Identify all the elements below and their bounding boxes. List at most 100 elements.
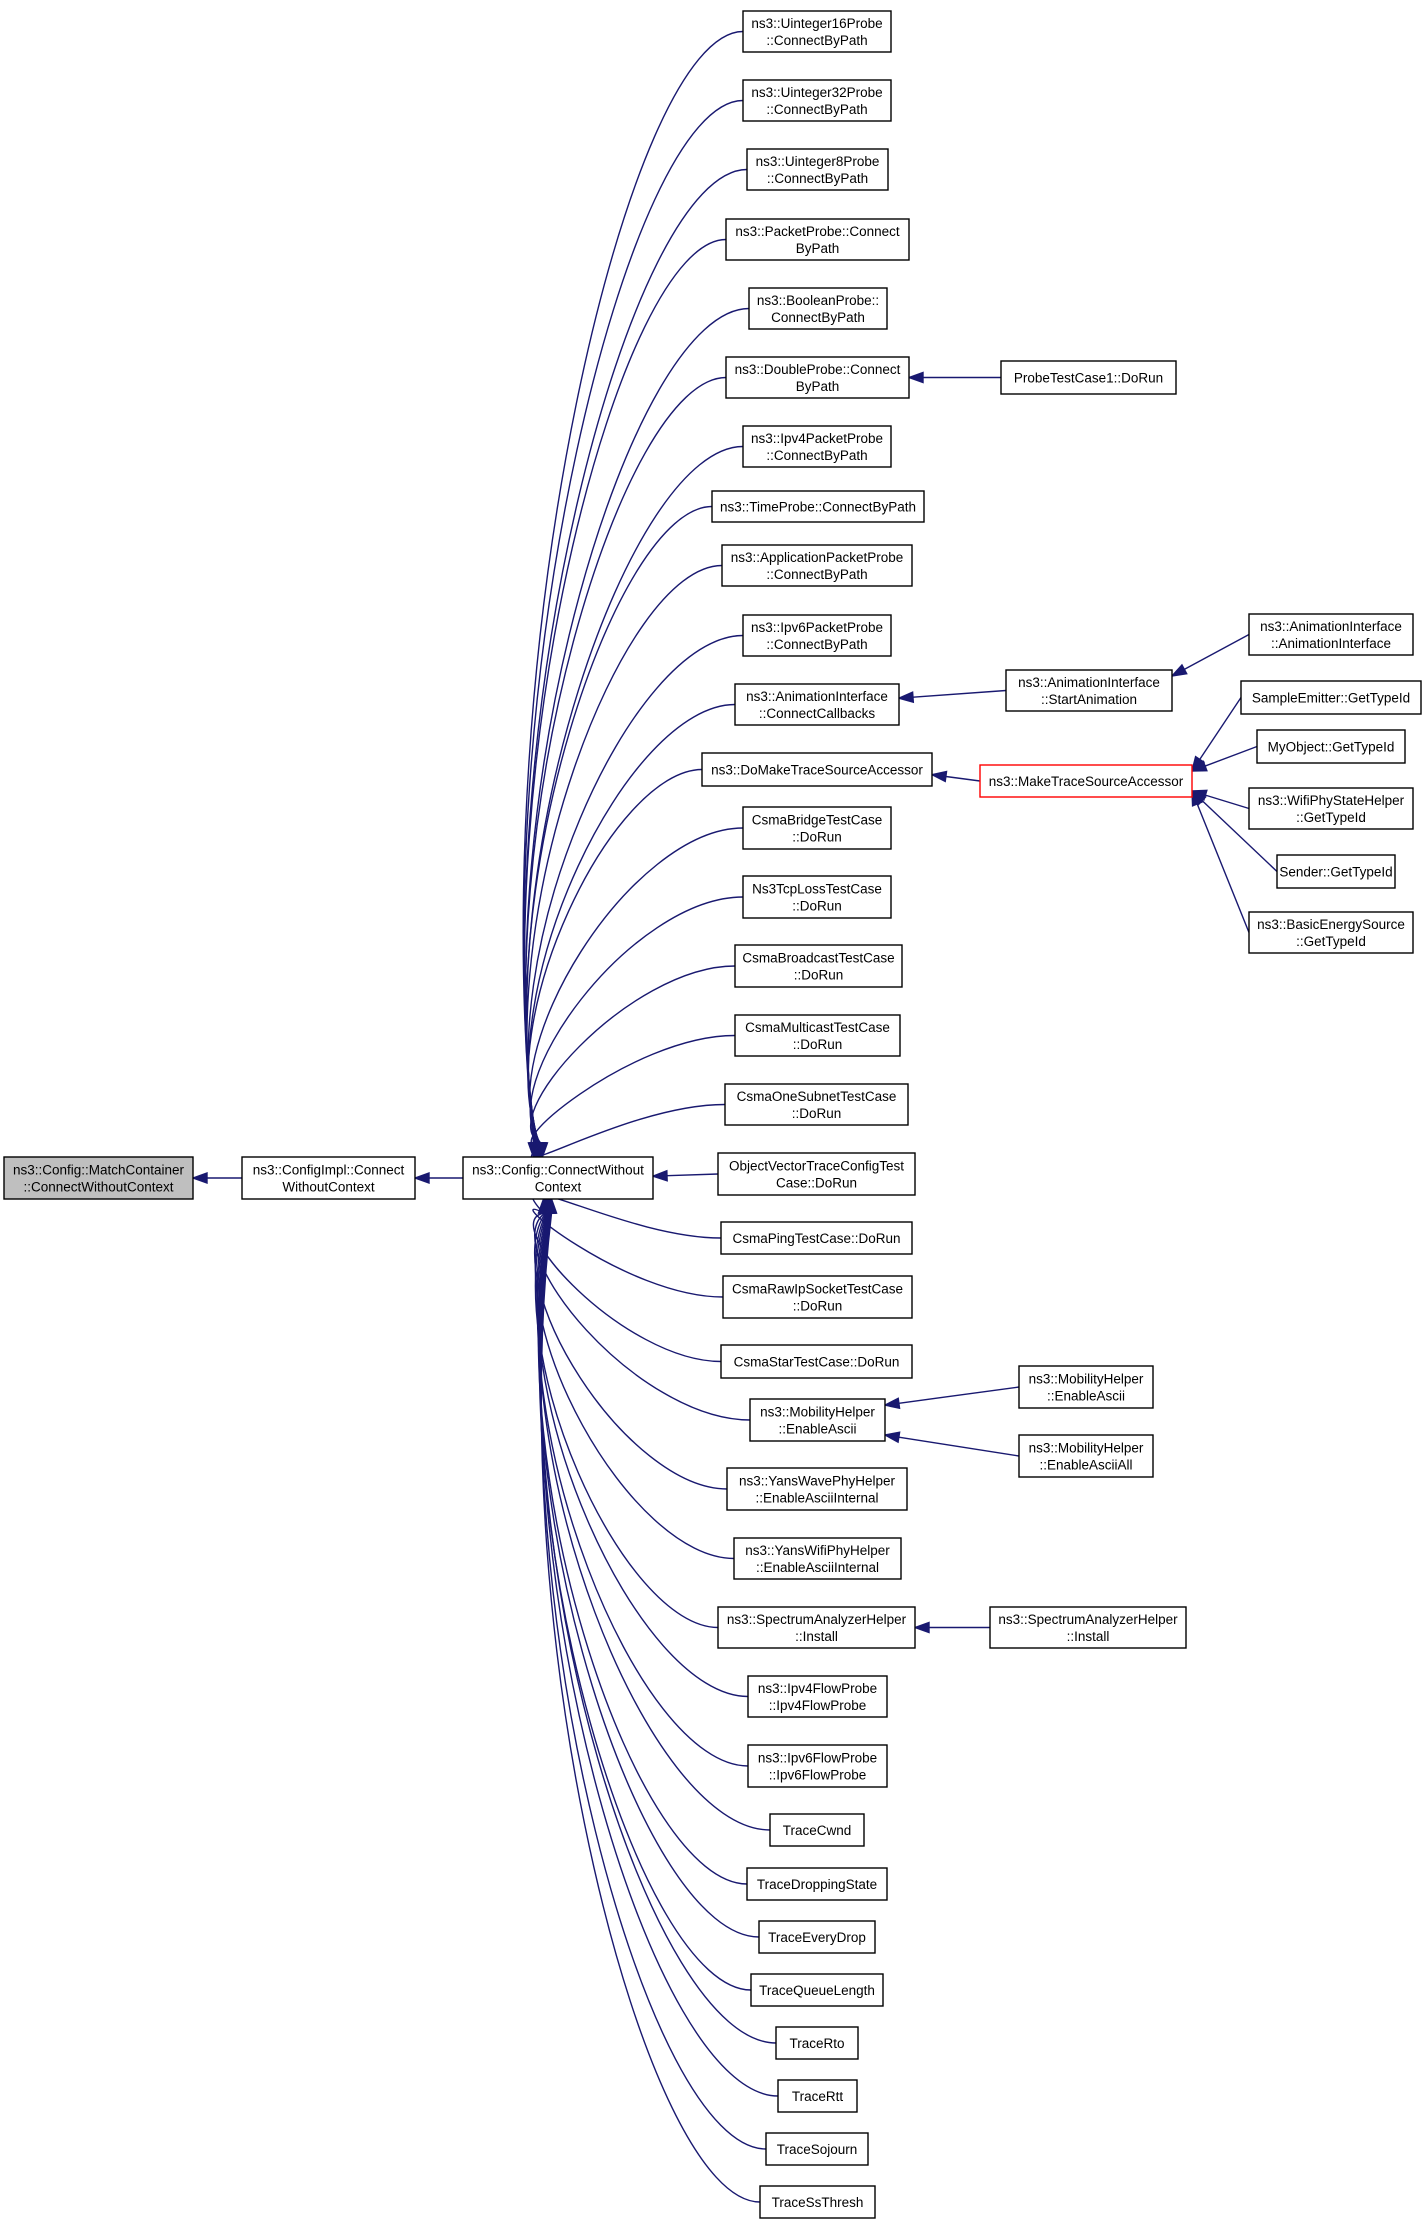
graph-node-csmabridge[interactable]: CsmaBridgeTestCase::DoRun [742,806,892,850]
graph-node-tracedropping[interactable]: TraceDroppingState [746,1867,888,1901]
edge-line [525,445,744,1144]
graph-node-tracecwnd[interactable]: TraceCwnd [769,1813,865,1847]
graph-node-configimpl-connect[interactable]: ns3::ConfigImpl::ConnectWithoutContext [241,1156,416,1200]
graph-node-csmabroadcast[interactable]: CsmaBroadcastTestCase::DoRun [734,944,903,988]
node-label-line: CsmaOneSubnetTestCase [737,1089,897,1104]
edge-line [522,30,744,1144]
graph-node-csmastar[interactable]: CsmaStarTestCase::DoRun [720,1344,913,1379]
graph-node-uint16probe[interactable]: ns3::Uinteger16Probe::ConnectByPath [742,10,892,53]
graph-node-probetestcase1[interactable]: ProbeTestCase1::DoRun [1000,360,1177,395]
graph-node-domaketrace[interactable]: ns3::DoMakeTraceSourceAccessor [701,752,933,787]
edge-line [538,1212,760,1938]
edge-line [540,1212,761,2203]
call-edge-csmaping-to-config_connect [531,1193,722,1239]
graph-node-timeprobe[interactable]: ns3::TimeProbe::ConnectByPath [711,490,925,523]
graph-node-maketrace[interactable]: ns3::MakeTraceSourceAccessor [979,764,1193,798]
node-label-line: CsmaBridgeTestCase [752,813,883,828]
graph-node-sender[interactable]: Sender::GetTypeId [1276,854,1396,889]
graph-node-tracertt[interactable]: TraceRtt [777,2079,858,2113]
call-edge-tracesojourn-to-config_connect [540,1196,767,2150]
graph-node-ipv6flowprobe[interactable]: ns3::Ipv6FlowProbe::Ipv6FlowProbe [747,1744,888,1788]
node-label-line: TraceRto [789,2036,844,2051]
graph-node-config-connect[interactable]: ns3::Config::ConnectWithoutContext [462,1156,654,1200]
node-box [733,1537,902,1580]
graph-node-packetprobe[interactable]: ns3::PacketProbe::ConnectByPath [725,218,910,261]
graph-node-myobject[interactable]: MyObject::GetTypeId [1256,729,1406,764]
node-label-line: ns3::YansWifiPhyHelper [745,1543,890,1558]
graph-node-csmaonesubnet[interactable]: CsmaOneSubnetTestCase::DoRun [724,1083,909,1126]
graph-node-traceeverydrop[interactable]: TraceEveryDrop [758,1920,876,1954]
node-box [701,752,933,787]
graph-node-uint32probe[interactable]: ns3::Uinteger32Probe::ConnectByPath [742,79,892,122]
node-label-line: ::ConnectByPath [767,171,868,186]
node-box [721,544,913,587]
node-label-line: ns3::AnimationInterface [1018,675,1160,690]
call-edge-ns3tcploss-to-config_connect [529,896,744,1160]
node-label-line: ns3::MobilityHelper [1029,1372,1144,1387]
node-label-line: ns3::Ipv4FlowProbe [758,1681,877,1696]
node-label-line: ns3::AnimationInterface [1260,619,1402,634]
call-edge-anim_ctor-to-anim_startanimation [1170,633,1250,677]
graph-node-spectrum-install[interactable]: ns3::SpectrumAnalyzerHelper::Install [717,1606,916,1649]
graph-node-ns3tcploss[interactable]: Ns3TcpLossTestCase::DoRun [742,875,892,919]
graph-node-tracessthresh[interactable]: TraceSsThresh [759,2185,876,2219]
call-edge-ipv6packetprobe-to-config_connect [527,634,744,1160]
node-label-line: CsmaStarTestCase::DoRun [734,1355,900,1370]
node-label-line: ::Install [795,1629,838,1644]
call-edge-csmabroadcast-to-config_connect [529,965,736,1160]
graph-node-doubleprobe[interactable]: ns3::DoubleProbe::ConnectByPath [725,356,910,399]
graph-node-wifiphystatehelper[interactable]: ns3::WifiPhyStateHelper::GetTypeId [1248,787,1414,830]
graph-node-uint8probe[interactable]: ns3::Uinteger8Probe::ConnectByPath [746,148,889,191]
edge-line [536,1212,749,1767]
node-label-line: ::EnableAsciiInternal [755,1491,878,1506]
graph-node-ipv6packetprobe[interactable]: ns3::Ipv6PacketProbe::ConnectByPath [742,614,892,657]
graph-node-anim-ctor[interactable]: ns3::AnimationInterface::AnimationInterf… [1248,613,1414,656]
graph-node-anim-connectcallbacks[interactable]: ns3::AnimationInterface::ConnectCallback… [734,683,900,726]
node-label-line: ns3::YansWavePhyHelper [739,1474,896,1489]
call-edge-csmaonesubnet-to-config_connect [530,1103,726,1160]
graph-node-csmamulticast[interactable]: CsmaMulticastTestCase::DoRun [734,1014,901,1057]
graph-node-csmaping[interactable]: CsmaPingTestCase::DoRun [720,1221,913,1255]
call-edge-maketrace-to-domaketrace [929,770,981,783]
node-label-line: TraceSojourn [777,2142,858,2157]
node-box [758,1920,876,1954]
graph-node-tracesojourn[interactable]: TraceSojourn [765,2132,869,2166]
call-edge-spectrum_install2-to-spectrum_install [912,1621,990,1634]
graph-node-mobility-enableasciiall[interactable]: ns3::MobilityHelper::EnableAsciiAll [1018,1434,1154,1478]
graph-node-basicenergysource[interactable]: ns3::BasicEnergySource::GetTypeId [1248,911,1414,954]
graph-node-anim-startanimation[interactable]: ns3::AnimationInterface::StartAnimation [1005,669,1173,712]
graph-node-csmarawip[interactable]: CsmaRawIpSocketTestCase::DoRun [722,1275,913,1319]
node-box [734,1014,901,1057]
node-box [979,764,1193,798]
edge-line [1196,803,1250,933]
graph-node-tracerto[interactable]: TraceRto [775,2026,859,2060]
graph-node-spectrum-install2[interactable]: ns3::SpectrumAnalyzerHelper::Install [989,1606,1187,1649]
node-label-line: ::Install [1067,1629,1110,1644]
node-box [748,287,888,330]
call-edge-sampleemitter-to-maketrace [1190,697,1242,773]
graph-node-yanswave[interactable]: ns3::YansWavePhyHelper::EnableAsciiInter… [726,1467,908,1511]
call-edge-yanswifi-to-config_connect [534,1196,735,1560]
edge-line [534,1212,751,1421]
edge-line [525,505,713,1144]
node-box [742,875,892,919]
graph-node-tracequeuelength[interactable]: TraceQueueLength [750,1973,884,2007]
node-label-line: TraceQueueLength [759,1983,875,1998]
graph-node-booleanprobe[interactable]: ns3::BooleanProbe::ConnectByPath [748,287,888,330]
graph-node-ipv4packetprobe[interactable]: ns3::Ipv4PacketProbe::ConnectByPath [742,425,892,468]
graph-node-mobility-enableascii[interactable]: ns3::MobilityHelper::EnableAscii [749,1398,886,1442]
graph-node-mobility-enableascii2[interactable]: ns3::MobilityHelper::EnableAscii [1018,1365,1154,1409]
graph-node-ipv4flowprobe[interactable]: ns3::Ipv4FlowProbe::Ipv4FlowProbe [747,1675,888,1718]
call-edge-uint8probe-to-config_connect [523,168,748,1160]
edge-line [1204,745,1258,767]
node-label-line: ObjectVectorTraceConfigTest [729,1159,904,1174]
graph-node-sampleemitter[interactable]: SampleEmitter::GetTypeId [1240,680,1422,715]
graph-node-yanswifi[interactable]: ns3::YansWifiPhyHelper::EnableAsciiInter… [733,1537,902,1580]
node-box [725,218,910,261]
graph-node-apppacketprobe[interactable]: ns3::ApplicationPacketProbe::ConnectByPa… [721,544,913,587]
node-box [1240,680,1422,715]
node-box [3,1156,194,1200]
call-edge-ipv4packetprobe-to-config_connect [525,445,744,1160]
node-box [746,1867,888,1901]
